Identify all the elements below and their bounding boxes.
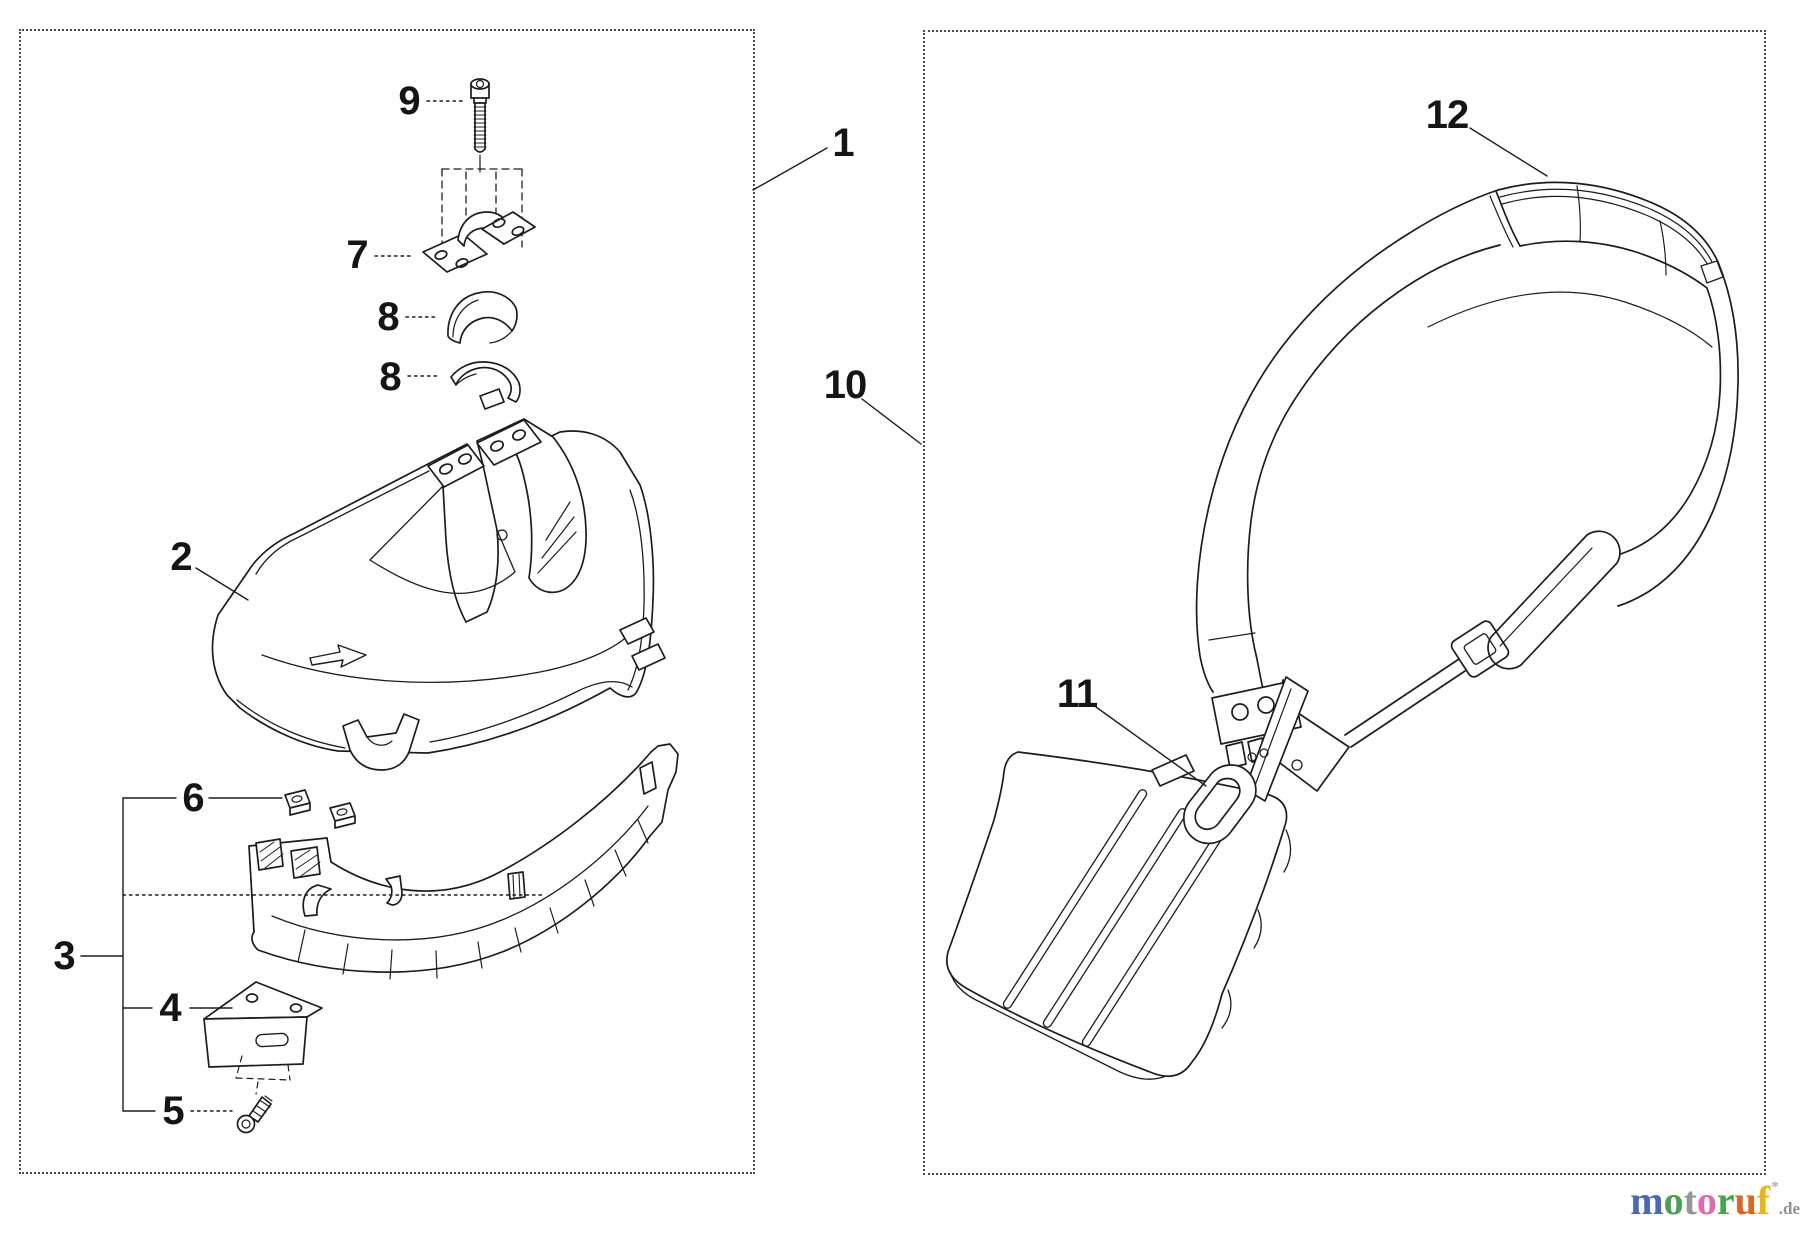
callout-2: 2 — [170, 535, 192, 579]
bolt-drawing — [470, 78, 490, 173]
logo-letter: m — [1630, 1178, 1664, 1223]
logo-letter: o — [1696, 1178, 1717, 1223]
callout-8a: 8 — [377, 295, 399, 339]
logo-star-icon: * — [1771, 1179, 1779, 1195]
callout-10: 10 — [823, 363, 867, 407]
guard-extension-drawing — [248, 743, 679, 980]
logo-letter: f — [1756, 1178, 1771, 1223]
clamp-drawing — [422, 211, 536, 273]
clip-assembly-drawing — [1151, 676, 1350, 845]
left-diagram-panel — [19, 29, 755, 1174]
harness-strap-drawing — [1195, 181, 1739, 748]
right-diagram-panel — [923, 30, 1766, 1175]
screw-drawing — [236, 1095, 273, 1134]
square-nuts-drawing — [284, 789, 356, 829]
callout-7: 7 — [346, 233, 368, 277]
callout-4: 4 — [159, 986, 181, 1030]
logo-letter: o — [1663, 1178, 1684, 1223]
leader-lines — [80, 100, 1548, 1112]
logo-domain-suffix: .de — [1778, 1199, 1800, 1218]
bushing-lower-drawing — [450, 361, 521, 410]
callout-5: 5 — [162, 1089, 184, 1133]
bushing-upper-drawing — [447, 291, 518, 344]
logo-letter: r — [1716, 1178, 1735, 1223]
callout-12: 12 — [1425, 93, 1469, 137]
bracket-drawing — [203, 981, 323, 1068]
callout-11: 11 — [1056, 672, 1098, 716]
logo-letter: t — [1683, 1178, 1697, 1223]
callout-6: 6 — [182, 776, 204, 820]
guard-drawing — [211, 418, 666, 771]
brand-logo: motoruf* .de — [1628, 1178, 1800, 1224]
callout-8b: 8 — [379, 355, 401, 399]
callout-1: 1 — [832, 121, 854, 165]
logo-letter: u — [1734, 1178, 1757, 1223]
callout-9: 9 — [398, 79, 420, 123]
bracket-screw-guides — [235, 1055, 291, 1095]
callout-3: 3 — [53, 934, 75, 978]
